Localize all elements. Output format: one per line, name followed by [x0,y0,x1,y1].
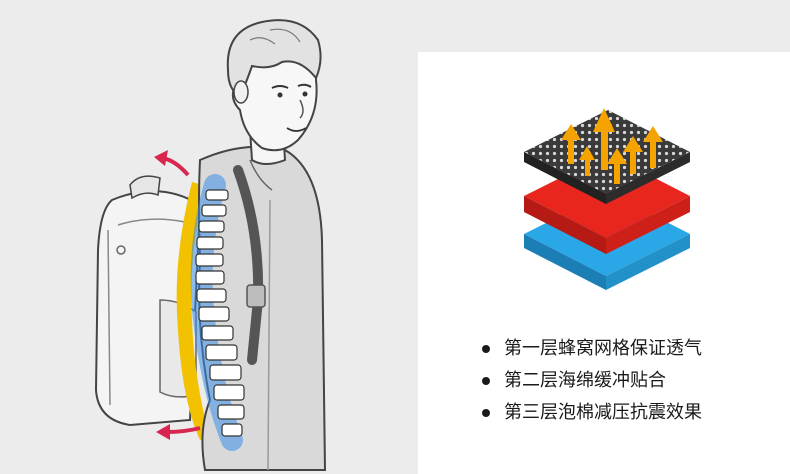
feature-text: 第一层蜂窝网格保证透气 [504,338,702,359]
motion-arrow-bottom-icon [165,426,201,434]
feature-text: 第三层泡棉减压抗震效果 [504,402,702,423]
bullet-icon [482,345,490,353]
layer-stack-illustration [524,108,690,290]
feature-item: 第三层泡棉减压抗震效果 [480,397,702,429]
feature-item: 第一层蜂窝网格保证透气 [480,333,702,365]
feature-list: 第一层蜂窝网格保证透气 第二层海绵缓冲贴合 第三层泡棉减压抗震效果 [480,333,702,429]
spine-icon [195,189,245,437]
bullet-icon [482,409,490,417]
back-pad-icon [176,182,210,440]
boy-backpack-illustration-icon [94,19,327,471]
feature-text: 第二层海绵缓冲贴合 [504,370,666,391]
bullet-icon [482,377,490,385]
backpack-handle-icon [129,175,161,200]
feature-item: 第二层海绵缓冲贴合 [480,365,702,397]
airflow-arrows-icon [561,108,663,184]
layers-card [418,52,790,474]
